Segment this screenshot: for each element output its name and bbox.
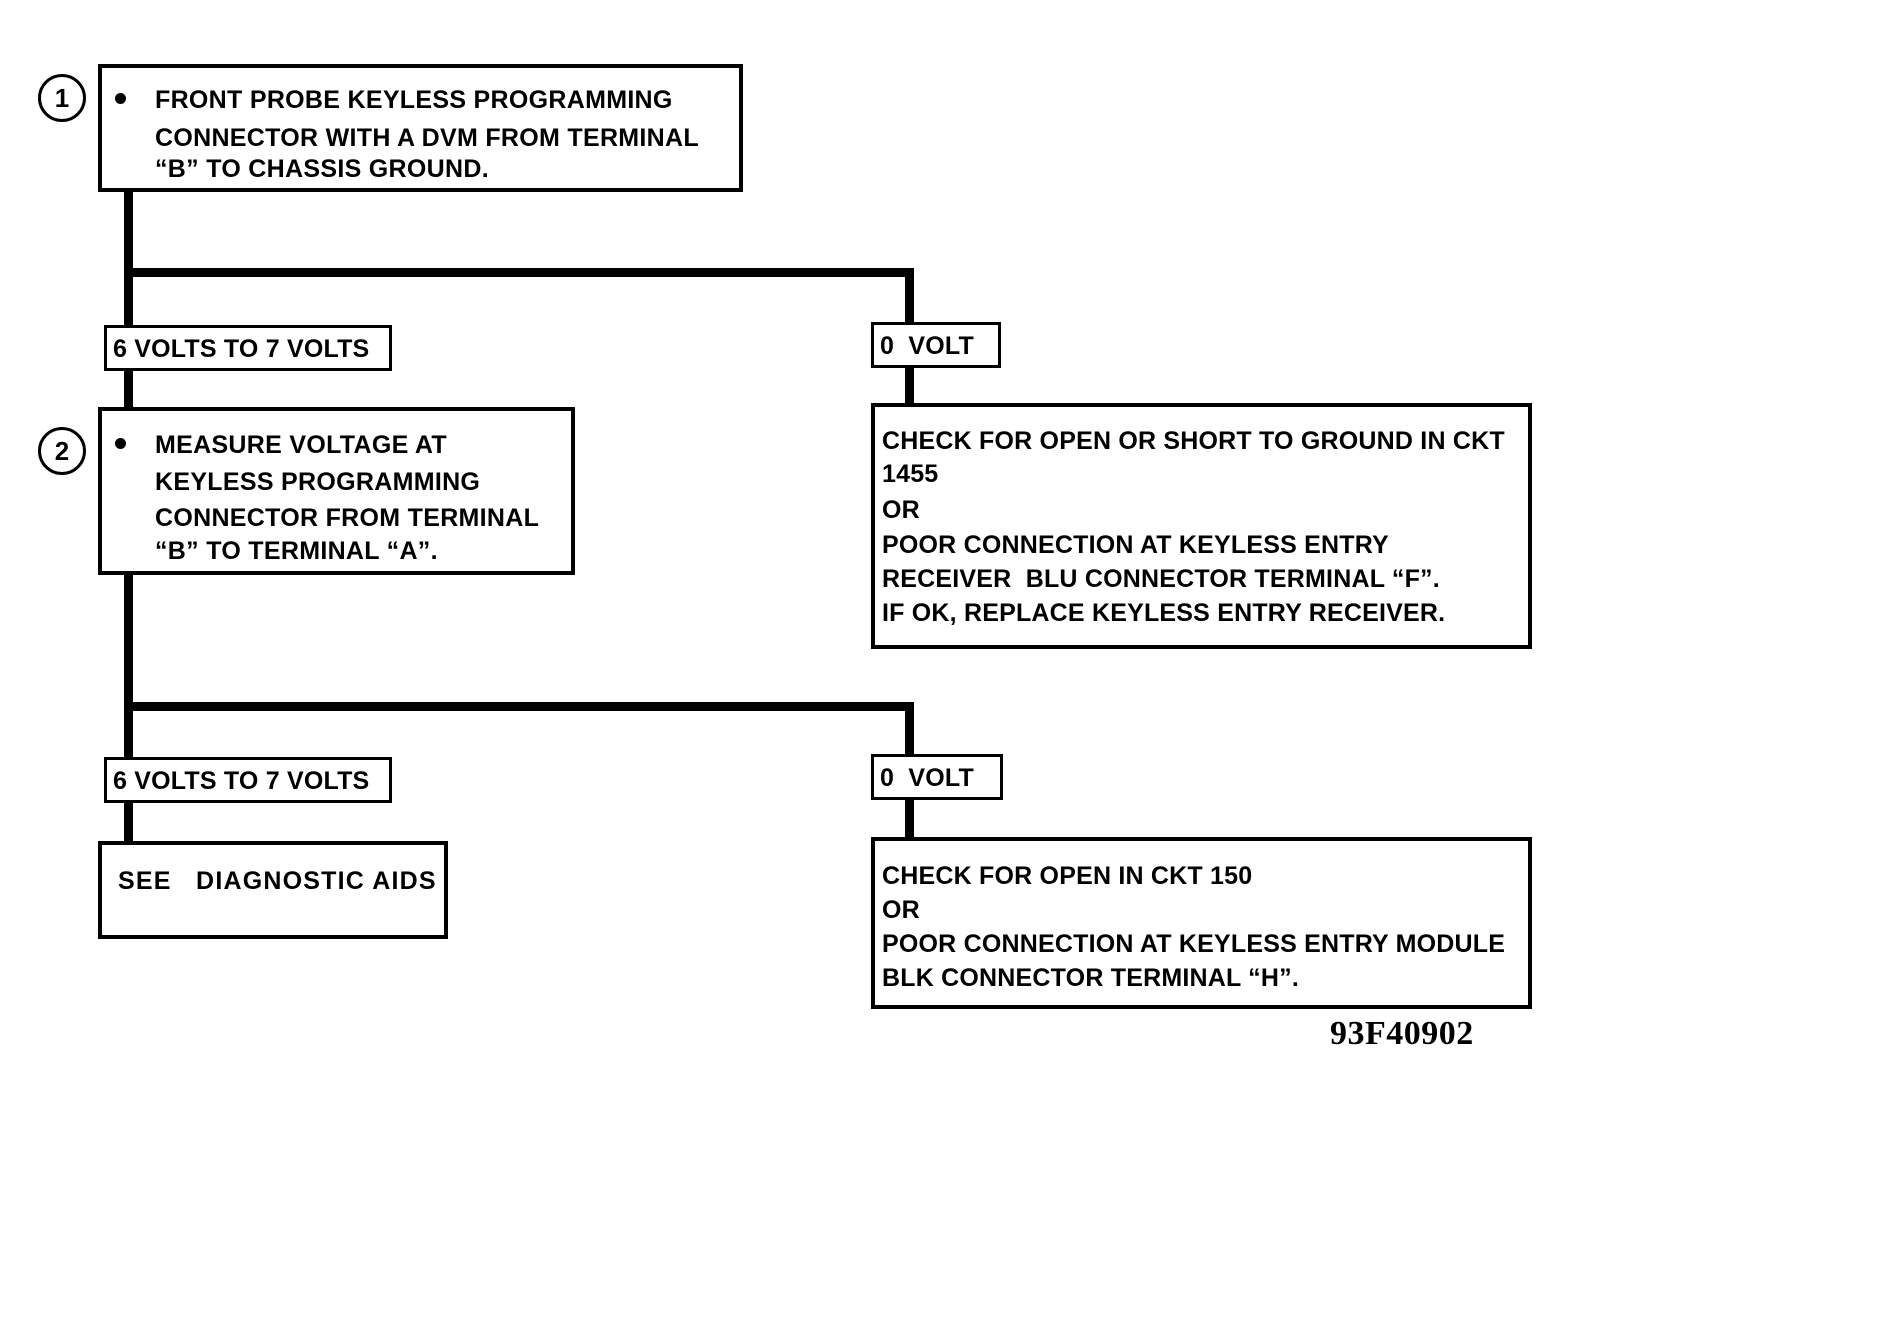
connector-label-to-action1 xyxy=(905,366,914,406)
label-6-to-7-volts-2 xyxy=(104,757,392,803)
connector-branch-bus-2 xyxy=(124,702,914,711)
connector-branch2-left-down xyxy=(124,702,133,760)
action-box-1-line-1: CHECK FOR OPEN OR SHORT TO GROUND IN CKT xyxy=(882,427,1505,455)
action-box-1-line-5: RECEIVER BLU CONNECTOR TERMINAL “F”. xyxy=(882,565,1440,593)
step-1-line-1: FRONT PROBE KEYLESS PROGRAMMING xyxy=(155,86,673,114)
step-1-box xyxy=(98,64,743,192)
diagnostic-aids-box xyxy=(98,841,448,939)
step-2-line-4: “B” TO TERMINAL “A”. xyxy=(155,537,438,565)
connector-label-to-step2 xyxy=(124,369,133,411)
step-1-number: 1 xyxy=(38,74,86,122)
label-0-volt-1 xyxy=(871,322,1001,368)
step-2-line-1: MEASURE VOLTAGE AT xyxy=(155,431,447,459)
action-box-1-line-3: OR xyxy=(882,496,920,524)
step-2-bullet xyxy=(115,438,126,449)
action-box-2-line-1: CHECK FOR OPEN IN CKT 150 xyxy=(882,862,1253,890)
connector-step1-down xyxy=(124,190,133,276)
action-box-2-line-4: BLK CONNECTOR TERMINAL “H”. xyxy=(882,964,1299,992)
action-box-2 xyxy=(871,837,1532,1009)
step-2-number: 2 xyxy=(38,427,86,475)
action-box-2-line-3: POOR CONNECTION AT KEYLESS ENTRY MODULE xyxy=(882,930,1506,958)
connector-branch1-left-down xyxy=(124,268,133,328)
label-6-to-7-volts-2-text: 6 VOLTS TO 7 VOLTS xyxy=(113,767,370,795)
connector-label-to-diagnostic-aids xyxy=(124,801,133,845)
action-box-1 xyxy=(871,403,1532,649)
step-2-box xyxy=(98,407,575,575)
step-1-line-2: CONNECTOR WITH A DVM FROM TERMINAL xyxy=(155,124,699,152)
action-box-1-line-6: IF OK, REPLACE KEYLESS ENTRY RECEIVER. xyxy=(882,599,1446,627)
connector-label-to-action2 xyxy=(905,798,914,840)
connector-branch2-right-down xyxy=(905,702,914,754)
step-1-line-3: “B” TO CHASSIS GROUND. xyxy=(155,155,489,183)
step-2-line-3: CONNECTOR FROM TERMINAL xyxy=(155,504,540,532)
action-box-2-line-2: OR xyxy=(882,896,920,924)
step-1-bullet xyxy=(115,93,126,104)
diagnostic-aids-label: SEE DIAGNOSTIC AIDS xyxy=(118,867,437,895)
label-6-to-7-volts-1 xyxy=(104,325,392,371)
step-2-line-2: KEYLESS PROGRAMMING xyxy=(155,468,481,496)
label-0-volt-2-text: 0 VOLT xyxy=(880,764,975,792)
label-6-to-7-volts-1-text: 6 VOLTS TO 7 VOLTS xyxy=(113,335,370,363)
connector-step2-down xyxy=(124,573,133,711)
label-0-volt-2 xyxy=(871,754,1003,800)
action-box-1-line-2: 1455 xyxy=(882,460,939,488)
connector-branch-bus-1 xyxy=(124,268,914,277)
label-0-volt-1-text: 0 VOLT xyxy=(880,332,975,360)
action-box-1-line-4: POOR CONNECTION AT KEYLESS ENTRY xyxy=(882,531,1389,559)
connector-branch1-right-down xyxy=(905,268,914,322)
figure-id: 93F40902 xyxy=(1330,1015,1474,1052)
